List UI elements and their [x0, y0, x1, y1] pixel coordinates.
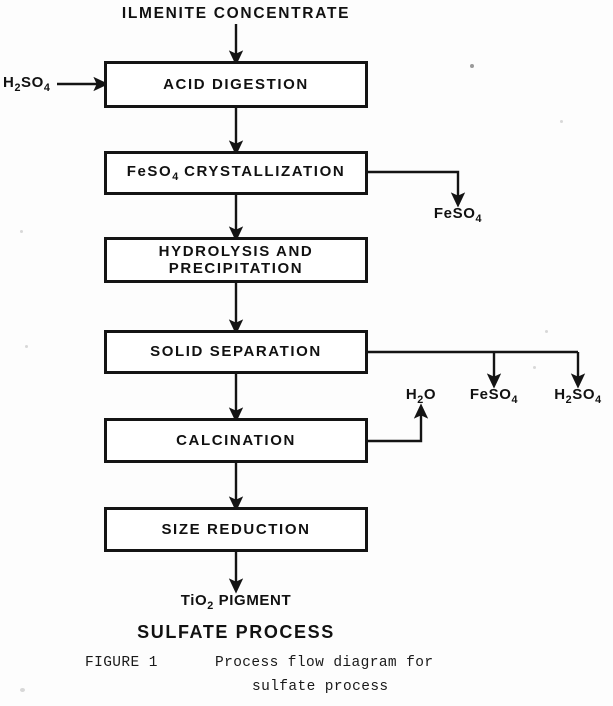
stream-label-feso4-waste: FeSO4 — [469, 386, 519, 406]
node-label-solid-separation: SOLID SEPARATION — [150, 343, 322, 361]
arrow-crystallization-to-feso4 — [368, 170, 466, 208]
stream-label-h2o-feed: H2O — [405, 386, 437, 406]
caption-line-2: sulfate process — [252, 679, 389, 695]
caption-figure-number: FIGURE 1 — [85, 655, 158, 671]
paper-speck — [25, 345, 28, 348]
node-calcination[interactable]: CALCINATION — [104, 418, 368, 463]
paper-speck — [20, 230, 23, 233]
stream-label-tio2-product: TiO2 PIGMENT — [180, 592, 292, 612]
node-label-calcination: CALCINATION — [176, 431, 296, 449]
node-label-size-reduction: SIZE REDUCTION — [161, 520, 311, 538]
paper-speck — [560, 120, 563, 123]
paper-speck — [470, 64, 474, 68]
node-acid-digestion[interactable]: ACID DIGESTION — [104, 61, 368, 108]
paper-speck — [533, 366, 536, 369]
paper-speck — [20, 688, 25, 692]
node-feso4-crystallization[interactable]: FeSO4 CRYSTALLIZATION — [104, 151, 368, 195]
node-solid-separation[interactable]: SOLID SEPARATION — [104, 330, 368, 374]
node-size-reduction[interactable]: SIZE REDUCTION — [104, 507, 368, 552]
stream-label-feso4-byproduct: FeSO4 — [433, 205, 483, 225]
node-label-feso4-crystallization: FeSO4 CRYSTALLIZATION — [126, 162, 346, 183]
paper-speck — [545, 330, 548, 333]
top-feed-label: ILMENITE CONCENTRATE — [121, 5, 351, 22]
caption-line-1: Process flow diagram for — [215, 655, 434, 671]
stream-label-h2so4-feed: H2SO4 — [3, 74, 51, 94]
arrow-calcination-to-h2o — [368, 403, 429, 443]
process-title: SULFATE PROCESS — [137, 622, 335, 642]
node-label-acid-digestion: ACID DIGESTION — [163, 75, 309, 93]
stream-label-h2so4-waste: H2SO4 — [554, 386, 602, 406]
